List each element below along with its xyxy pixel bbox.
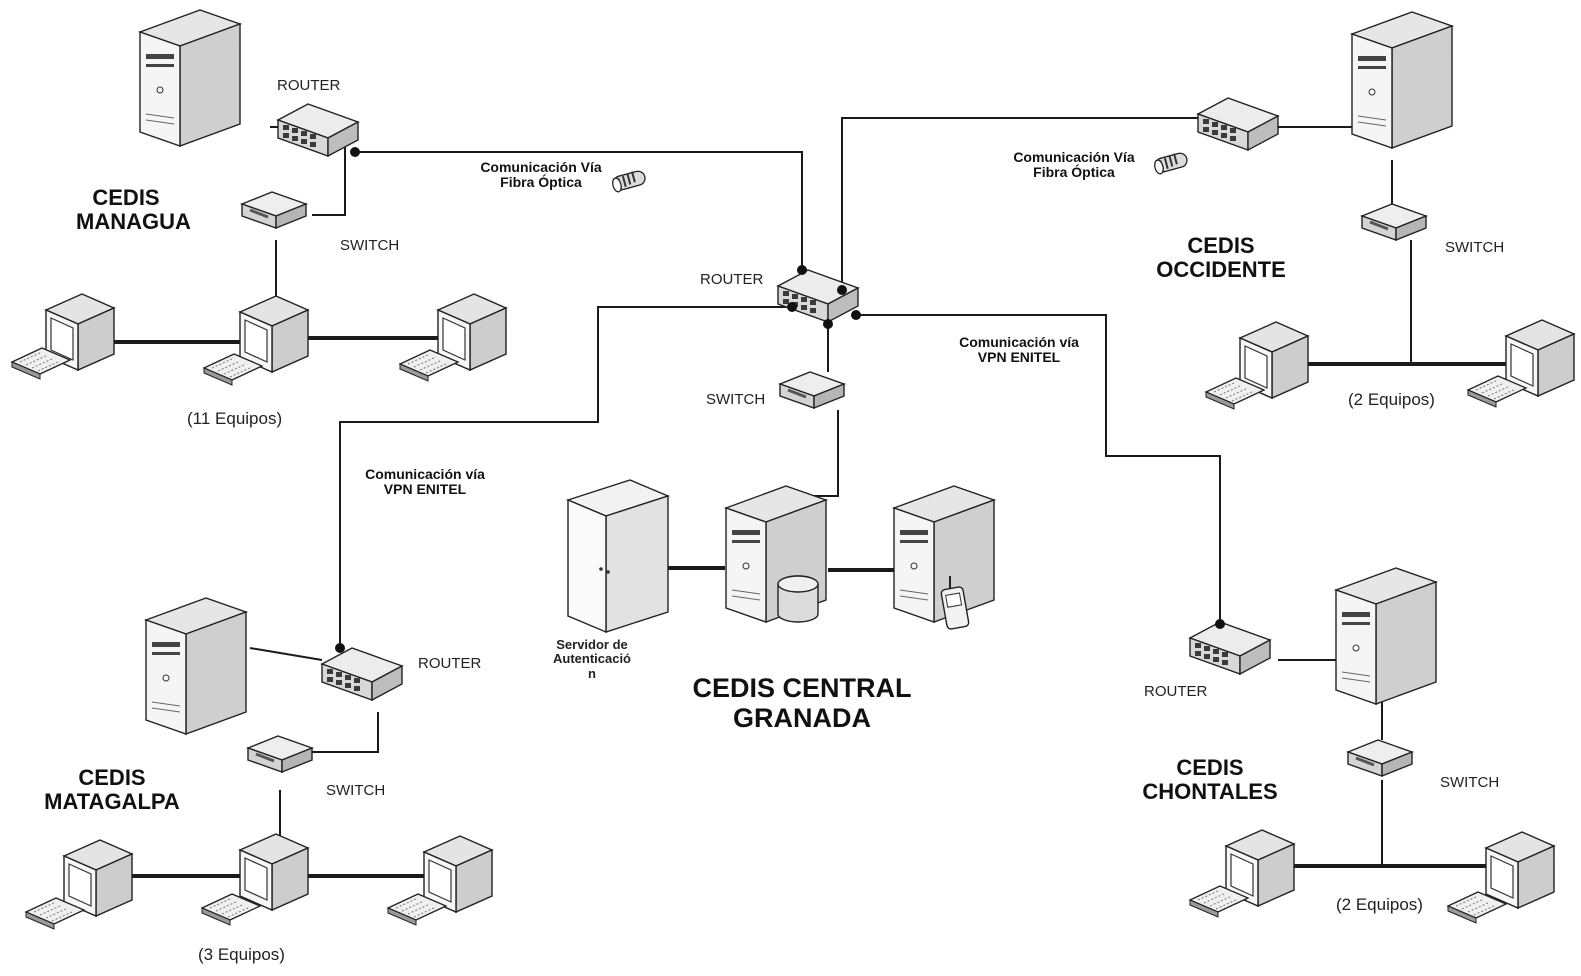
chontales-switch-label: SWITCH [1440, 775, 1499, 792]
matagalpa-router-label: ROUTER [418, 656, 481, 673]
matagalpa-pc-center[interactable] [240, 834, 308, 910]
auth-server-line3: n [544, 667, 640, 681]
vpn-matagalpa-label: Comunicación vía VPN ENITEL [354, 467, 496, 498]
fiber-occidente-line2: Fibra Óptica [1003, 165, 1145, 180]
occidente-switch-label: SWITCH [1445, 240, 1504, 257]
vpn-chontales-line1: Comunicación vía [948, 335, 1090, 350]
connector-dot [851, 310, 861, 320]
central-router[interactable] [778, 270, 858, 322]
central-switch-label: SWITCH [706, 392, 765, 409]
vpn-matagalpa-line2: VPN ENITEL [354, 482, 496, 497]
connector-dot [787, 302, 797, 312]
matagalpa-name-line1: CEDIS [34, 766, 190, 790]
occidente-server[interactable] [1352, 12, 1452, 148]
central-name-line1: CEDIS CENTRAL [682, 674, 922, 704]
occidente-equipment-count: (2 Equipos) [1348, 391, 1435, 410]
connector-dot [837, 285, 847, 295]
auth-server[interactable] [568, 480, 668, 632]
chontales-router[interactable] [1190, 622, 1270, 674]
matagalpa-server[interactable] [146, 598, 246, 734]
managua-site-name: CEDIS MANAGUA [76, 186, 176, 234]
chontales-router-label: ROUTER [1144, 684, 1207, 701]
connector-dot [797, 265, 807, 275]
connector-dot [823, 319, 833, 329]
occidente-switch[interactable] [1362, 204, 1426, 240]
occidente-name-line2: OCCIDENTE [1148, 258, 1294, 282]
managua-switch-label: SWITCH [340, 238, 399, 255]
managua-name-line2: MANAGUA [76, 210, 176, 234]
site-matagalpa [26, 598, 492, 929]
matagalpa-site-name: CEDIS MATAGALPA [34, 766, 190, 814]
fiber-link-occidente [842, 118, 1200, 290]
central-switch[interactable] [780, 372, 844, 408]
managua-server[interactable] [140, 10, 240, 146]
occidente-site-name: CEDIS OCCIDENTE [1148, 234, 1294, 282]
auth-server-line2: Autenticació [544, 652, 640, 666]
central-router-label: ROUTER [700, 272, 763, 289]
managua-switch[interactable] [242, 192, 306, 228]
matagalpa-router[interactable] [322, 648, 402, 700]
chontales-pc-right[interactable] [1486, 832, 1554, 908]
database-icon [778, 576, 818, 622]
matagalpa-pc-left[interactable] [64, 840, 132, 916]
fiber-cable-icon [611, 170, 646, 193]
vpn-matagalpa-line1: Comunicación vía [354, 467, 496, 482]
auth-server-line1: Servidor de [544, 638, 640, 652]
managua-router-label: ROUTER [277, 78, 340, 95]
chontales-server[interactable] [1336, 568, 1436, 704]
connector-dot [350, 147, 360, 157]
fiber-managua-line2: Fibra Óptica [470, 175, 612, 190]
occidente-name-line1: CEDIS [1148, 234, 1294, 258]
matagalpa-switch[interactable] [248, 736, 312, 772]
chontales-equipment-count: (2 Equipos) [1336, 896, 1423, 915]
fiber-cable-icon [1153, 152, 1188, 175]
managua-name-line1: CEDIS [76, 186, 176, 210]
connector-dot [1215, 619, 1225, 629]
auth-server-label: Servidor de Autenticació n [544, 638, 640, 681]
central-name-line2: GRANADA [682, 704, 922, 734]
matagalpa-name-line2: MATAGALPA [34, 790, 190, 814]
fiber-managua-label: Comunicación Vía Fibra Óptica [470, 160, 612, 191]
chontales-site-name: CEDIS CHONTALES [1140, 756, 1280, 804]
site-chontales [1190, 568, 1554, 923]
chontales-name-line2: CHONTALES [1140, 780, 1280, 804]
vpn-chontales-line2: VPN ENITEL [948, 350, 1090, 365]
connector-dot [335, 643, 345, 653]
chontales-name-line1: CEDIS [1140, 756, 1280, 780]
fiber-occidente-label: Comunicación Vía Fibra Óptica [1003, 150, 1145, 181]
vpn-chontales-label: Comunicación vía VPN ENITEL [948, 335, 1090, 366]
site-central [568, 265, 994, 632]
chontales-switch[interactable] [1348, 740, 1412, 776]
site-occidente [1153, 12, 1574, 409]
matagalpa-equipment-count: (3 Equipos) [198, 946, 285, 965]
central-site-name: CEDIS CENTRAL GRANADA [682, 674, 922, 733]
occidente-router[interactable] [1198, 98, 1278, 150]
managua-equipment-count: (11 Equipos) [187, 410, 282, 429]
matagalpa-switch-label: SWITCH [326, 783, 385, 800]
